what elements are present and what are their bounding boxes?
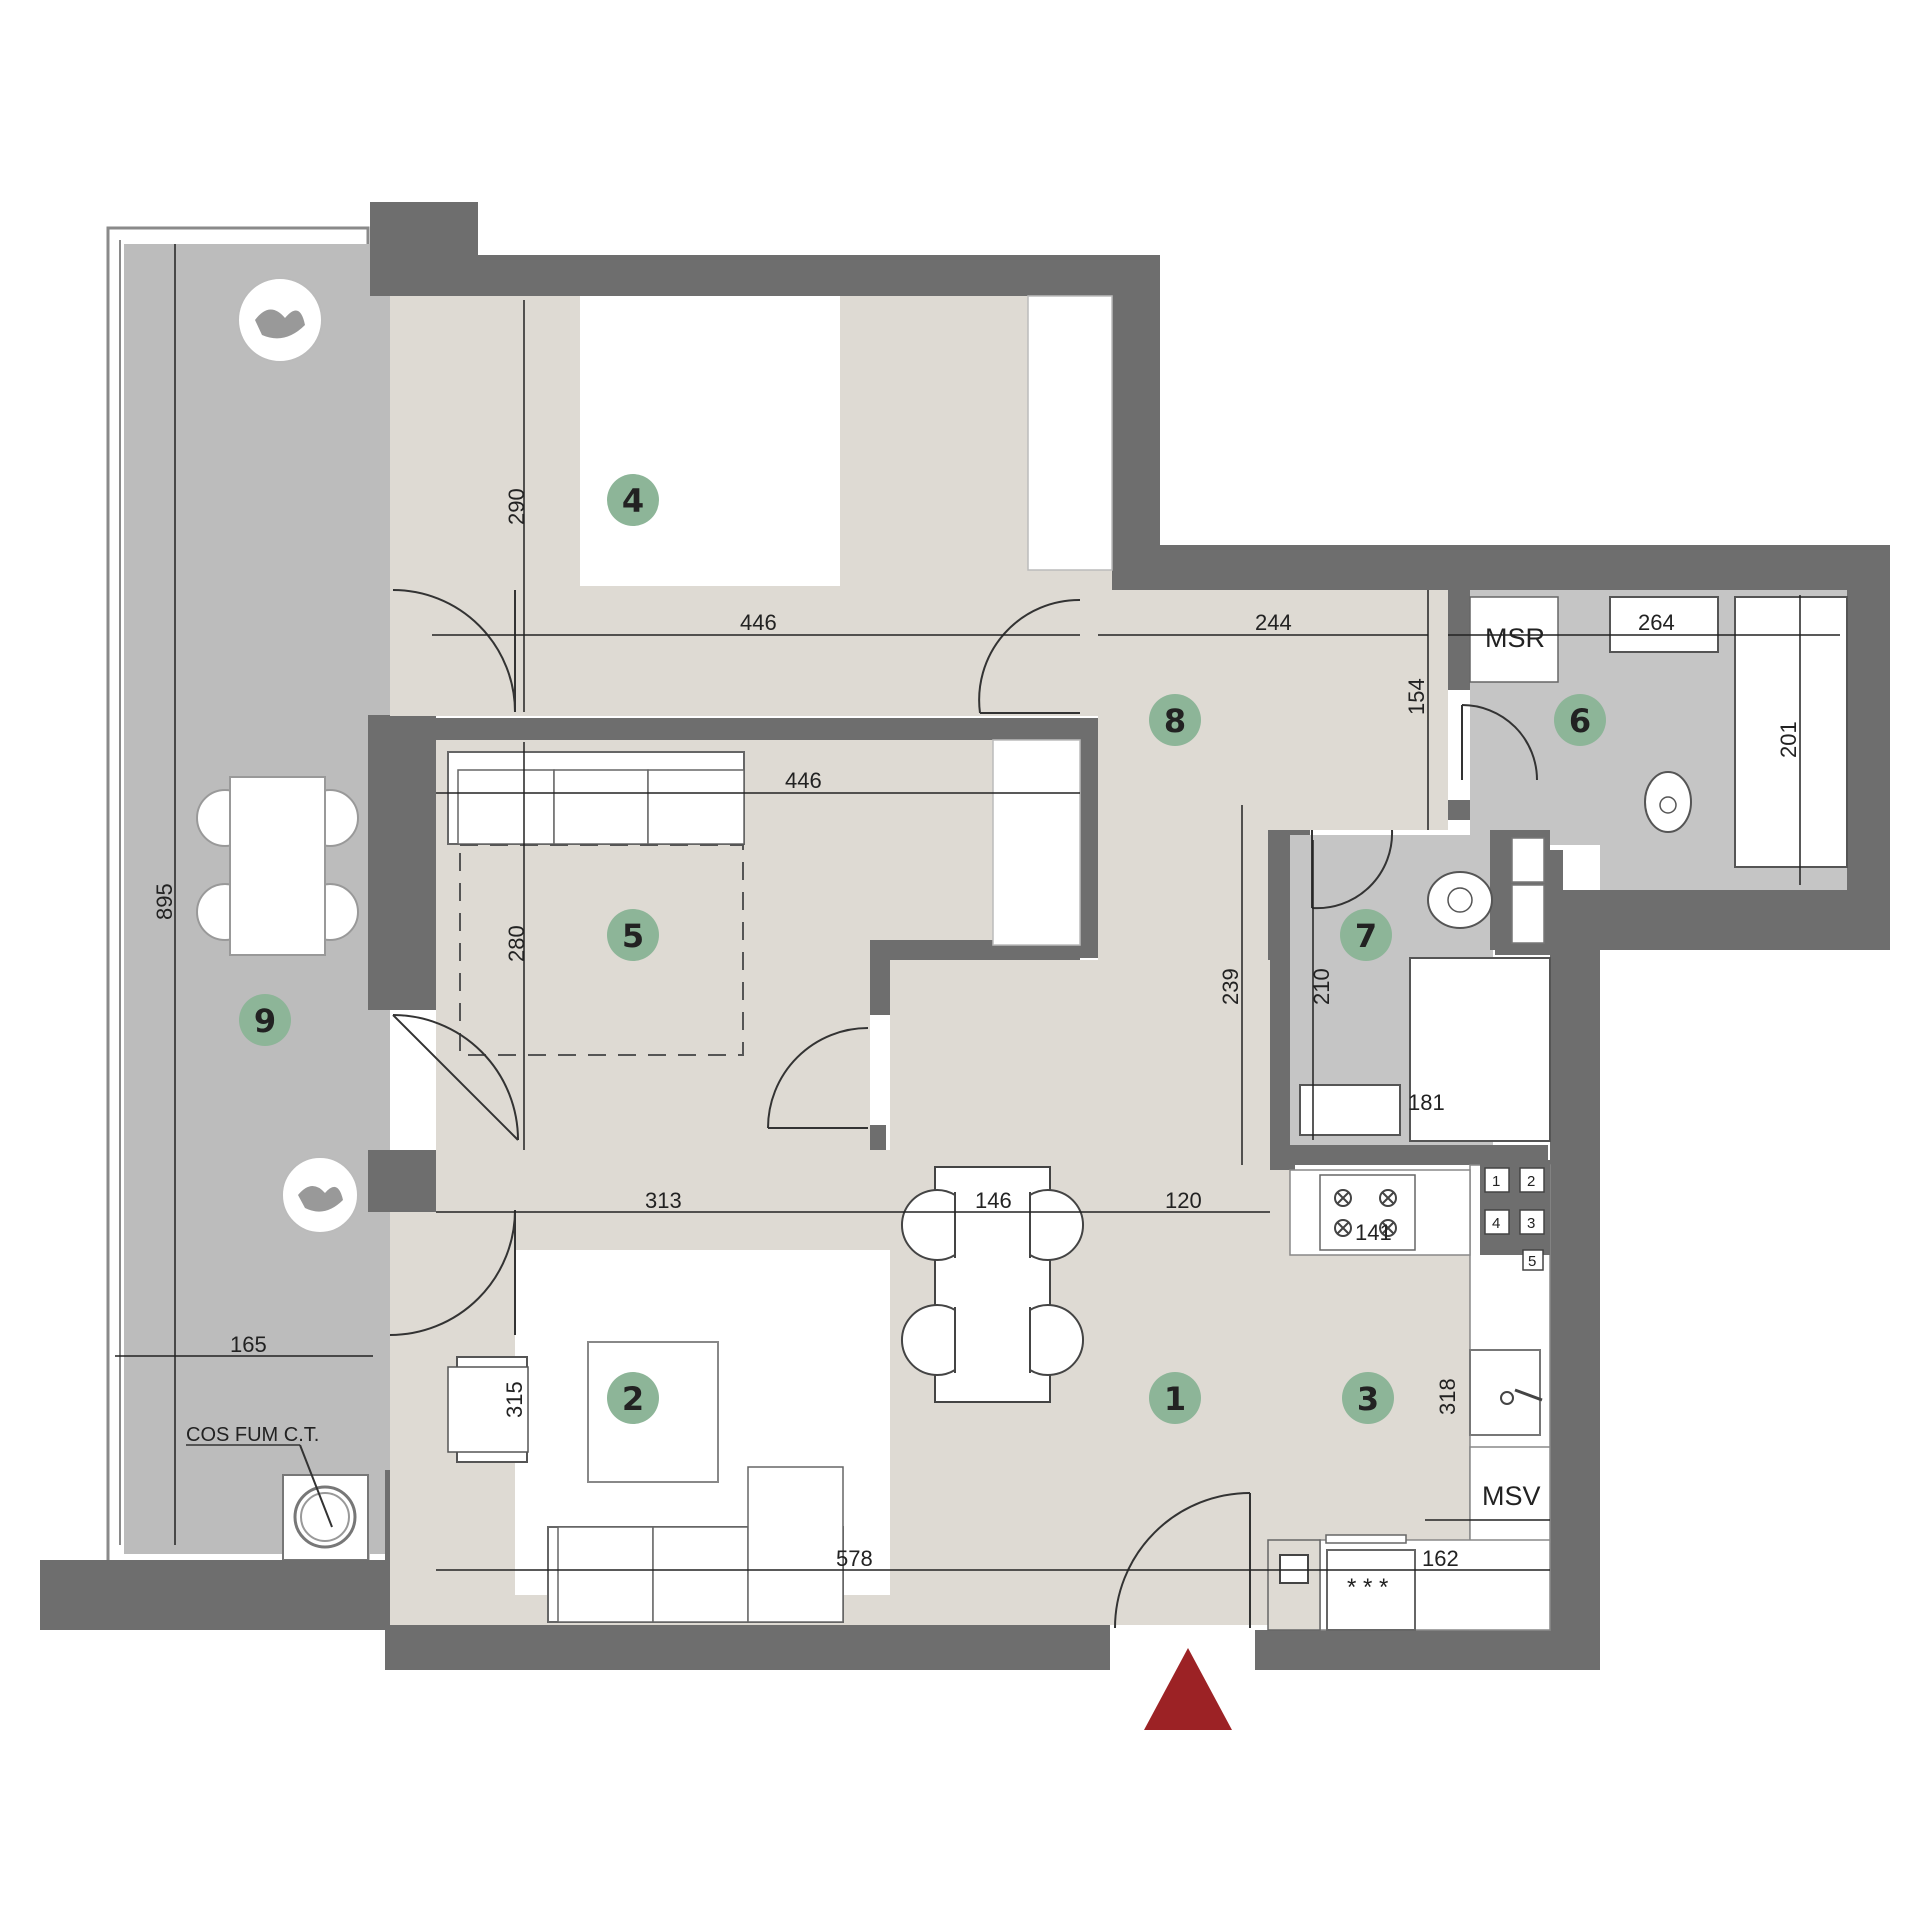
wardrobe bbox=[992, 739, 1081, 946]
room-badges: 1 2 3 4 5 6 7 8 9 bbox=[239, 474, 1606, 1424]
burner-label: 2 bbox=[1527, 1173, 1535, 1190]
burner-panel: 1 2 4 3 5 bbox=[1484, 1167, 1545, 1271]
room-number: 9 bbox=[254, 1002, 276, 1040]
dimension-label: 181 bbox=[1408, 1090, 1445, 1115]
shower-tray bbox=[1409, 957, 1551, 1142]
room-number: 8 bbox=[1164, 702, 1186, 740]
dimension-label: 154 bbox=[1404, 678, 1429, 715]
balcony-table bbox=[196, 776, 359, 956]
burner-label: 5 bbox=[1528, 1253, 1536, 1270]
toilet-icon bbox=[1427, 871, 1493, 929]
washbasin-icon bbox=[1299, 1084, 1401, 1136]
room-number: 5 bbox=[622, 917, 644, 955]
dimension-label: 895 bbox=[152, 883, 177, 920]
dimension-label: 210 bbox=[1309, 968, 1334, 1005]
room-number: 1 bbox=[1164, 1380, 1186, 1418]
armchair bbox=[447, 1356, 529, 1463]
hob-icon bbox=[1319, 1174, 1416, 1251]
burner-label: 3 bbox=[1527, 1215, 1535, 1232]
msr-box bbox=[1469, 596, 1559, 683]
svg-text:* * *: * * * bbox=[1347, 1574, 1388, 1601]
toilet-icon bbox=[1644, 771, 1692, 833]
room-number: 3 bbox=[1357, 1380, 1379, 1418]
stove-icon bbox=[1326, 1549, 1416, 1631]
sofa bbox=[447, 751, 745, 845]
dimension-label: 446 bbox=[740, 610, 777, 635]
dimension-label: 201 bbox=[1776, 721, 1801, 758]
burner-label: 4 bbox=[1492, 1215, 1500, 1232]
room-number: 6 bbox=[1569, 702, 1591, 740]
dimension-label: 578 bbox=[836, 1546, 873, 1571]
burner-label: 1 bbox=[1492, 1173, 1500, 1190]
dining-table bbox=[900, 1166, 1085, 1403]
double-bed bbox=[580, 296, 840, 586]
balcony: COS FUM C.T. bbox=[106, 226, 390, 1565]
dimension-label: 141 bbox=[1355, 1220, 1392, 1245]
msr-label: MSR bbox=[1485, 623, 1545, 653]
dimension-label: 239 bbox=[1218, 968, 1243, 1005]
chimney-flue bbox=[186, 1444, 369, 1561]
dimension-label: 318 bbox=[1435, 1378, 1460, 1415]
doors bbox=[389, 589, 1538, 1629]
dimension-label: 162 bbox=[1422, 1546, 1459, 1571]
room-number: 7 bbox=[1355, 917, 1377, 955]
dimension-label: 244 bbox=[1255, 610, 1292, 635]
washbasin-icon bbox=[1609, 596, 1719, 653]
room-number: 4 bbox=[622, 482, 644, 520]
msv-label: MSV bbox=[1482, 1481, 1541, 1511]
dimension-label: 264 bbox=[1638, 610, 1675, 635]
boiler-icon bbox=[1279, 1554, 1309, 1584]
plant-icon bbox=[281, 1156, 359, 1234]
dimension-label: 313 bbox=[645, 1188, 682, 1213]
dimension-label: 146 bbox=[975, 1188, 1012, 1213]
wardrobe bbox=[1027, 295, 1113, 571]
plant-icon bbox=[237, 277, 323, 363]
dimension-label: 446 bbox=[785, 768, 822, 793]
dimension-label: 315 bbox=[502, 1381, 527, 1418]
dimension-label: 165 bbox=[230, 1332, 267, 1357]
corner-sofa bbox=[547, 1466, 844, 1623]
dimension-lines bbox=[115, 244, 1840, 1571]
dimension-label: 280 bbox=[504, 925, 529, 962]
dimension-label: 290 bbox=[504, 488, 529, 525]
furniture: * * * 1 2 4 3 5 bbox=[447, 295, 1848, 1631]
chimney-label: COS FUM C.T. bbox=[186, 1424, 319, 1446]
dimension-label: 120 bbox=[1165, 1188, 1202, 1213]
bathtub-icon bbox=[1734, 596, 1848, 868]
rug bbox=[459, 844, 744, 1056]
entrance-arrow-icon bbox=[1144, 1648, 1232, 1730]
room-number: 2 bbox=[622, 1380, 644, 1418]
